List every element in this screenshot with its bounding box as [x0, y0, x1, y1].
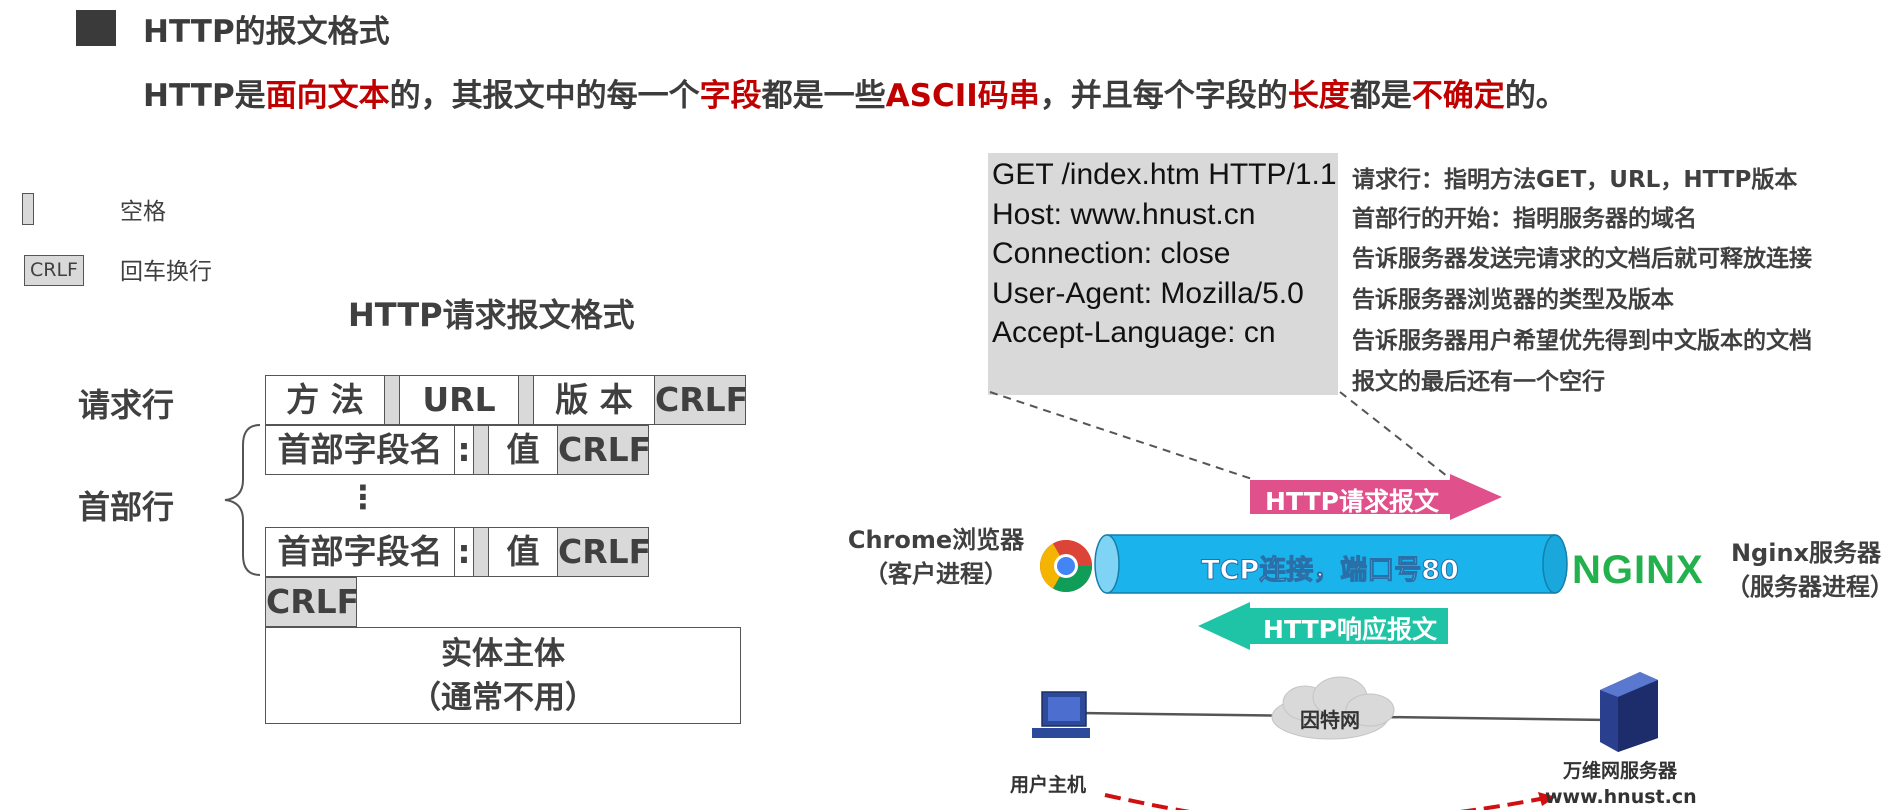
- tcp-connection-label: TCP连接，端口号80: [1201, 555, 1460, 587]
- note-accept-language-line: 告诉服务器用户希望优先得到中文版本的文档: [1352, 328, 1812, 354]
- value-cell: 值: [488, 527, 558, 577]
- entity-body-line1: 实体主体: [441, 636, 565, 672]
- subtitle-highlight: ASCII码串: [885, 78, 1040, 114]
- internet-cloud-icon: [1271, 676, 1395, 740]
- tcp-pipe-end-left: [1094, 534, 1120, 594]
- subtitle-highlight: 不确定: [1411, 78, 1505, 114]
- http-request-arrow-label: HTTP请求报文: [1265, 487, 1439, 516]
- tcp-pipe-body: [1107, 535, 1555, 593]
- crlf-cell: CRLF: [557, 527, 651, 577]
- note-user-agent-line: 告诉服务器浏览器的类型及版本: [1352, 287, 1674, 313]
- client-process-label: Chrome浏览器 （客户进程）: [846, 523, 1026, 591]
- note-blank-line: 报文的最后还有一个空行: [1352, 369, 1605, 395]
- http-request-arrow: [1250, 474, 1502, 520]
- note-host-line: 首部行的开始：指明服务器的域名: [1352, 206, 1697, 232]
- message-request-line: GET /index.htm HTTP/1.1: [992, 158, 1337, 191]
- space-legend-swatch: [22, 193, 34, 225]
- server-role: （服务器进程）: [1726, 573, 1894, 601]
- internet-label: 因特网: [1300, 708, 1360, 732]
- entity-body-line2: （通常不用）: [410, 680, 596, 716]
- entity-body-cell: 实体主体 （通常不用）: [265, 627, 741, 724]
- message-connection-line: Connection: close: [992, 237, 1231, 270]
- crlf-cell: CRLF: [654, 375, 748, 425]
- client-role: （客户进程）: [864, 560, 1008, 588]
- chrome-logo-icon: [1040, 540, 1092, 592]
- subtitle-highlight: 面向文本: [265, 78, 390, 114]
- subtitle-text: 的，其报文中的每一个: [389, 78, 700, 114]
- colon-cell: :: [454, 527, 474, 577]
- http-response-arrow: [1198, 602, 1448, 650]
- blank-line-crlf-cell: CRLF: [265, 577, 359, 627]
- web-server-icon: [1600, 672, 1658, 752]
- client-name: Chrome浏览器: [847, 526, 1025, 554]
- method-cell: 方 法: [265, 375, 385, 425]
- message-user-agent-line: User-Agent: Mozilla/5.0: [992, 277, 1304, 310]
- note-request-line: 请求行：指明方法GET，URL，HTTP版本: [1352, 167, 1798, 193]
- server-process-label: Nginx服务器 （服务器进程）: [1726, 536, 1894, 604]
- note-connection-line: 告诉服务器发送完请求的文档后就可释放连接: [1352, 246, 1812, 272]
- crlf-legend-label: 回车换行: [120, 259, 212, 285]
- server-name: Nginx服务器: [1730, 539, 1882, 567]
- callout-dashed-line-left: [989, 391, 1256, 481]
- response-path-dashed: [1459, 796, 1546, 810]
- title-bullet-icon: [76, 10, 116, 46]
- subtitle-text: 的。: [1504, 78, 1567, 114]
- subtitle-highlight: 字段: [699, 78, 762, 114]
- version-cell: 版 本: [533, 375, 655, 425]
- subtitle-highlight: 长度: [1287, 78, 1350, 114]
- page-title: HTTP的报文格式: [143, 14, 390, 50]
- message-host-line: Host: www.hnust.cn: [992, 198, 1256, 231]
- request-line-label: 请求行: [78, 386, 175, 424]
- subtitle-text: ，并且每个字段的: [1039, 78, 1288, 114]
- ellipsis-dots: ⋮: [347, 478, 379, 516]
- request-format-title: HTTP请求报文格式: [348, 296, 635, 334]
- web-server-domain: www.hnust.cn: [1545, 786, 1697, 808]
- user-host-computer-icon: [1032, 691, 1090, 738]
- response-path-arrowhead: [1538, 792, 1556, 806]
- example-message-box: [988, 153, 1338, 395]
- subtitle-text: 都是一些: [761, 78, 886, 114]
- url-cell: URL: [399, 375, 519, 425]
- header-line-label: 首部行: [78, 488, 175, 526]
- header-field-name-cell: 首部字段名: [265, 425, 455, 475]
- http-response-arrow-label: HTTP响应报文: [1263, 615, 1437, 644]
- crlf-legend-swatch: CRLF: [24, 255, 84, 286]
- web-server-name: 万维网服务器: [1562, 760, 1677, 782]
- space-legend-label: 空格: [120, 199, 166, 225]
- value-cell: 值: [488, 425, 558, 475]
- crlf-cell: CRLF: [557, 425, 651, 475]
- nginx-logo: NGINX: [1572, 548, 1704, 592]
- subtitle-text: HTTP是: [143, 78, 266, 114]
- user-host-label: 用户主机: [1010, 774, 1087, 796]
- subtitle-text: 都是: [1349, 78, 1412, 114]
- page-subtitle: HTTP是面向文本的，其报文中的每一个字段都是一些ASCII码串，并且每个字段的…: [143, 70, 1567, 115]
- header-field-name-cell: 首部字段名: [265, 527, 455, 577]
- message-accept-language-line: Accept-Language: cn: [992, 316, 1276, 349]
- request-path-dashed: [1104, 793, 1191, 810]
- callout-dashed-line-right: [1339, 391, 1453, 481]
- header-brace-icon: [224, 424, 261, 576]
- web-server-label: 万维网服务器 www.hnust.cn: [1545, 758, 1697, 810]
